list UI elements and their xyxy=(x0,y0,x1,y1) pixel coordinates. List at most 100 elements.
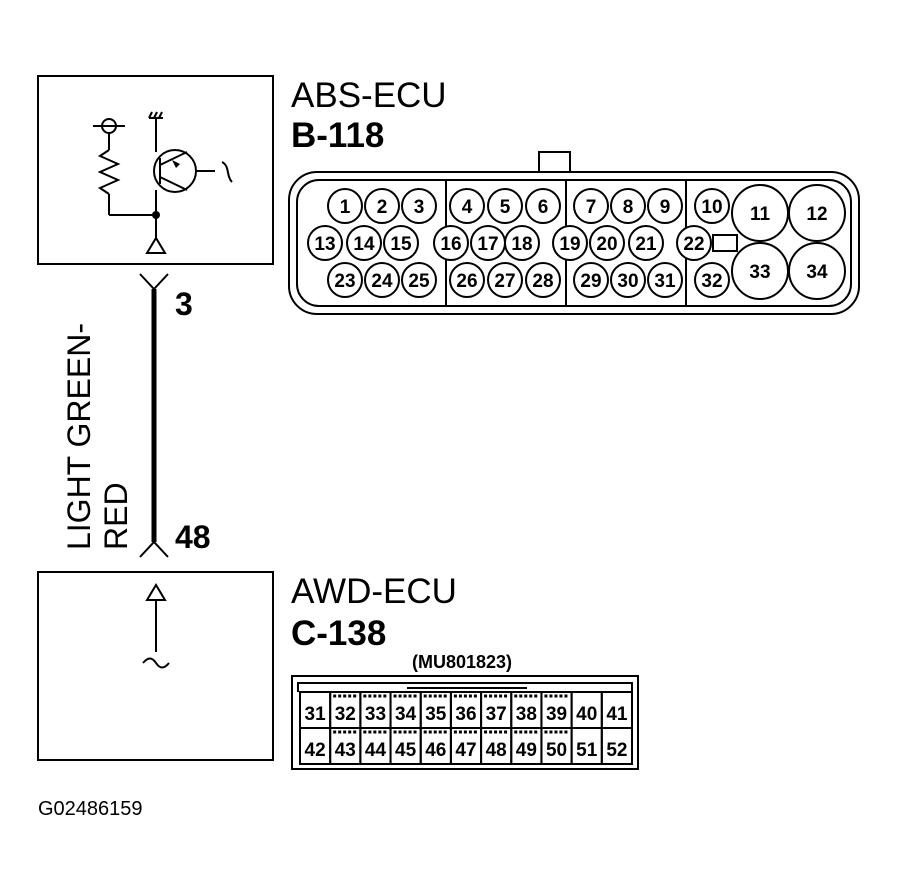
abs-pin-6 xyxy=(525,188,561,224)
abs-pin-label: 21 xyxy=(635,234,657,255)
abs-pin-13 xyxy=(307,225,343,261)
awd-pin-label: 48 xyxy=(486,740,507,761)
awd-pin-label: 37 xyxy=(486,704,507,725)
abs-internal-circuit xyxy=(93,111,233,254)
awd-pin-label: 38 xyxy=(516,704,537,725)
abs-pin-9 xyxy=(647,188,683,224)
abs-pin-label: 1 xyxy=(340,197,351,218)
awd-pin-label: 40 xyxy=(576,704,597,725)
abs-pin-label: 25 xyxy=(408,271,430,292)
abs-pin-12 xyxy=(788,184,846,242)
awd-pin-label: 50 xyxy=(546,740,567,761)
abs-pin-label: 30 xyxy=(617,271,638,292)
awd-pin-label: 32 xyxy=(335,704,356,725)
wire-color-line2: RED xyxy=(98,482,134,550)
awd-pin-label: 49 xyxy=(516,740,537,761)
awd-pin-label: 34 xyxy=(395,704,417,725)
abs-pin-label: 16 xyxy=(440,234,461,255)
abs-pin-label: 23 xyxy=(334,271,355,292)
abs-pin-label: 3 xyxy=(414,197,425,218)
abs-pin-label: 11 xyxy=(750,204,771,225)
awd-pin-label: 45 xyxy=(395,740,417,761)
abs-pin-1 xyxy=(327,188,363,224)
abs-pin-3 xyxy=(401,188,437,224)
abs-pin-label: 19 xyxy=(559,234,580,255)
abs-pin-20 xyxy=(589,225,625,261)
abs-pin-label: 31 xyxy=(654,271,676,292)
awd-pin-label: 51 xyxy=(576,740,598,761)
abs-pin-25 xyxy=(401,262,437,298)
abs-pin-26 xyxy=(449,262,485,298)
awd-connector-id: C-138 xyxy=(291,614,386,653)
abs-pin-31 xyxy=(647,262,683,298)
abs-pin-label: 12 xyxy=(806,204,827,225)
abs-pin-28 xyxy=(525,262,561,298)
awd-pin-label: 47 xyxy=(455,740,476,761)
input-arrow-icon xyxy=(145,583,167,601)
awd-terminal-number: 48 xyxy=(175,519,211,555)
abs-pin-label: 5 xyxy=(500,197,511,218)
abs-pin-21 xyxy=(628,225,664,261)
abs-pin-label: 28 xyxy=(532,271,553,292)
abs-pin-label: 2 xyxy=(377,197,388,218)
abs-pin-5 xyxy=(487,188,523,224)
awd-pin-label: 36 xyxy=(455,704,476,725)
abs-pin-23 xyxy=(327,262,363,298)
abs-pin-label: 14 xyxy=(353,234,375,255)
awd-part-number: (MU801823) xyxy=(412,652,512,672)
abs-pin-7 xyxy=(573,188,609,224)
awd-pin-label: 46 xyxy=(425,740,446,761)
abs-pin-label: 29 xyxy=(580,271,601,292)
abs-pin-14 xyxy=(346,225,382,261)
awd-internal-circuit xyxy=(142,583,170,669)
resistor-icon xyxy=(97,149,121,195)
awd-pin-label: 42 xyxy=(305,740,326,761)
abs-pin-34 xyxy=(788,242,846,300)
harness-wire xyxy=(139,273,169,558)
awd-pin-label: 41 xyxy=(606,704,628,725)
awd-ecu-box xyxy=(37,571,274,761)
abs-pin-30 xyxy=(610,262,646,298)
abs-pin-label: 26 xyxy=(456,271,477,292)
abs-pin-label: 15 xyxy=(390,234,412,255)
abs-pin-label: 10 xyxy=(701,197,722,218)
awd-pin-label: 44 xyxy=(365,740,387,761)
awd-pin-label: 35 xyxy=(425,704,447,725)
abs-pin-22 xyxy=(676,225,712,261)
abs-pin-8 xyxy=(610,188,646,224)
output-arrow-icon xyxy=(145,236,167,254)
figure-id: G02486159 xyxy=(38,798,143,820)
abs-pin-label: 9 xyxy=(660,197,671,218)
abs-pin-10 xyxy=(694,188,730,224)
awd-pin-52 xyxy=(600,727,633,765)
awd-pin-label: 33 xyxy=(365,704,386,725)
awd-ecu-title: AWD-ECU xyxy=(291,572,457,611)
abs-pin-24 xyxy=(364,262,400,298)
awd-pin-label: 43 xyxy=(335,740,356,761)
abs-pin-label: 32 xyxy=(701,271,722,292)
abs-pin-16 xyxy=(433,225,469,261)
abs-pin-label: 6 xyxy=(538,197,549,218)
abs-pin-19 xyxy=(552,225,588,261)
awd-pin-label: 52 xyxy=(606,740,627,761)
abs-pin-label: 17 xyxy=(477,234,498,255)
abs-key-slot xyxy=(712,234,738,252)
abs-pin-2 xyxy=(364,188,400,224)
abs-pin-label: 18 xyxy=(511,234,532,255)
awd-pin-label: 31 xyxy=(305,704,327,725)
abs-pin-label: 20 xyxy=(596,234,617,255)
abs-pin-label: 7 xyxy=(586,197,597,218)
abs-pin-27 xyxy=(487,262,523,298)
abs-ecu-title: ABS-ECU xyxy=(291,76,447,115)
signal-wave-icon xyxy=(221,161,233,183)
abs-pin-label: 34 xyxy=(806,262,828,283)
abs-pin-15 xyxy=(383,225,419,261)
abs-pin-29 xyxy=(573,262,609,298)
abs-pin-label: 33 xyxy=(749,262,770,283)
wire-color-line1: LIGHT GREEN- xyxy=(61,323,97,550)
abs-pin-label: 27 xyxy=(494,271,515,292)
abs-terminal-number: 3 xyxy=(175,286,193,322)
